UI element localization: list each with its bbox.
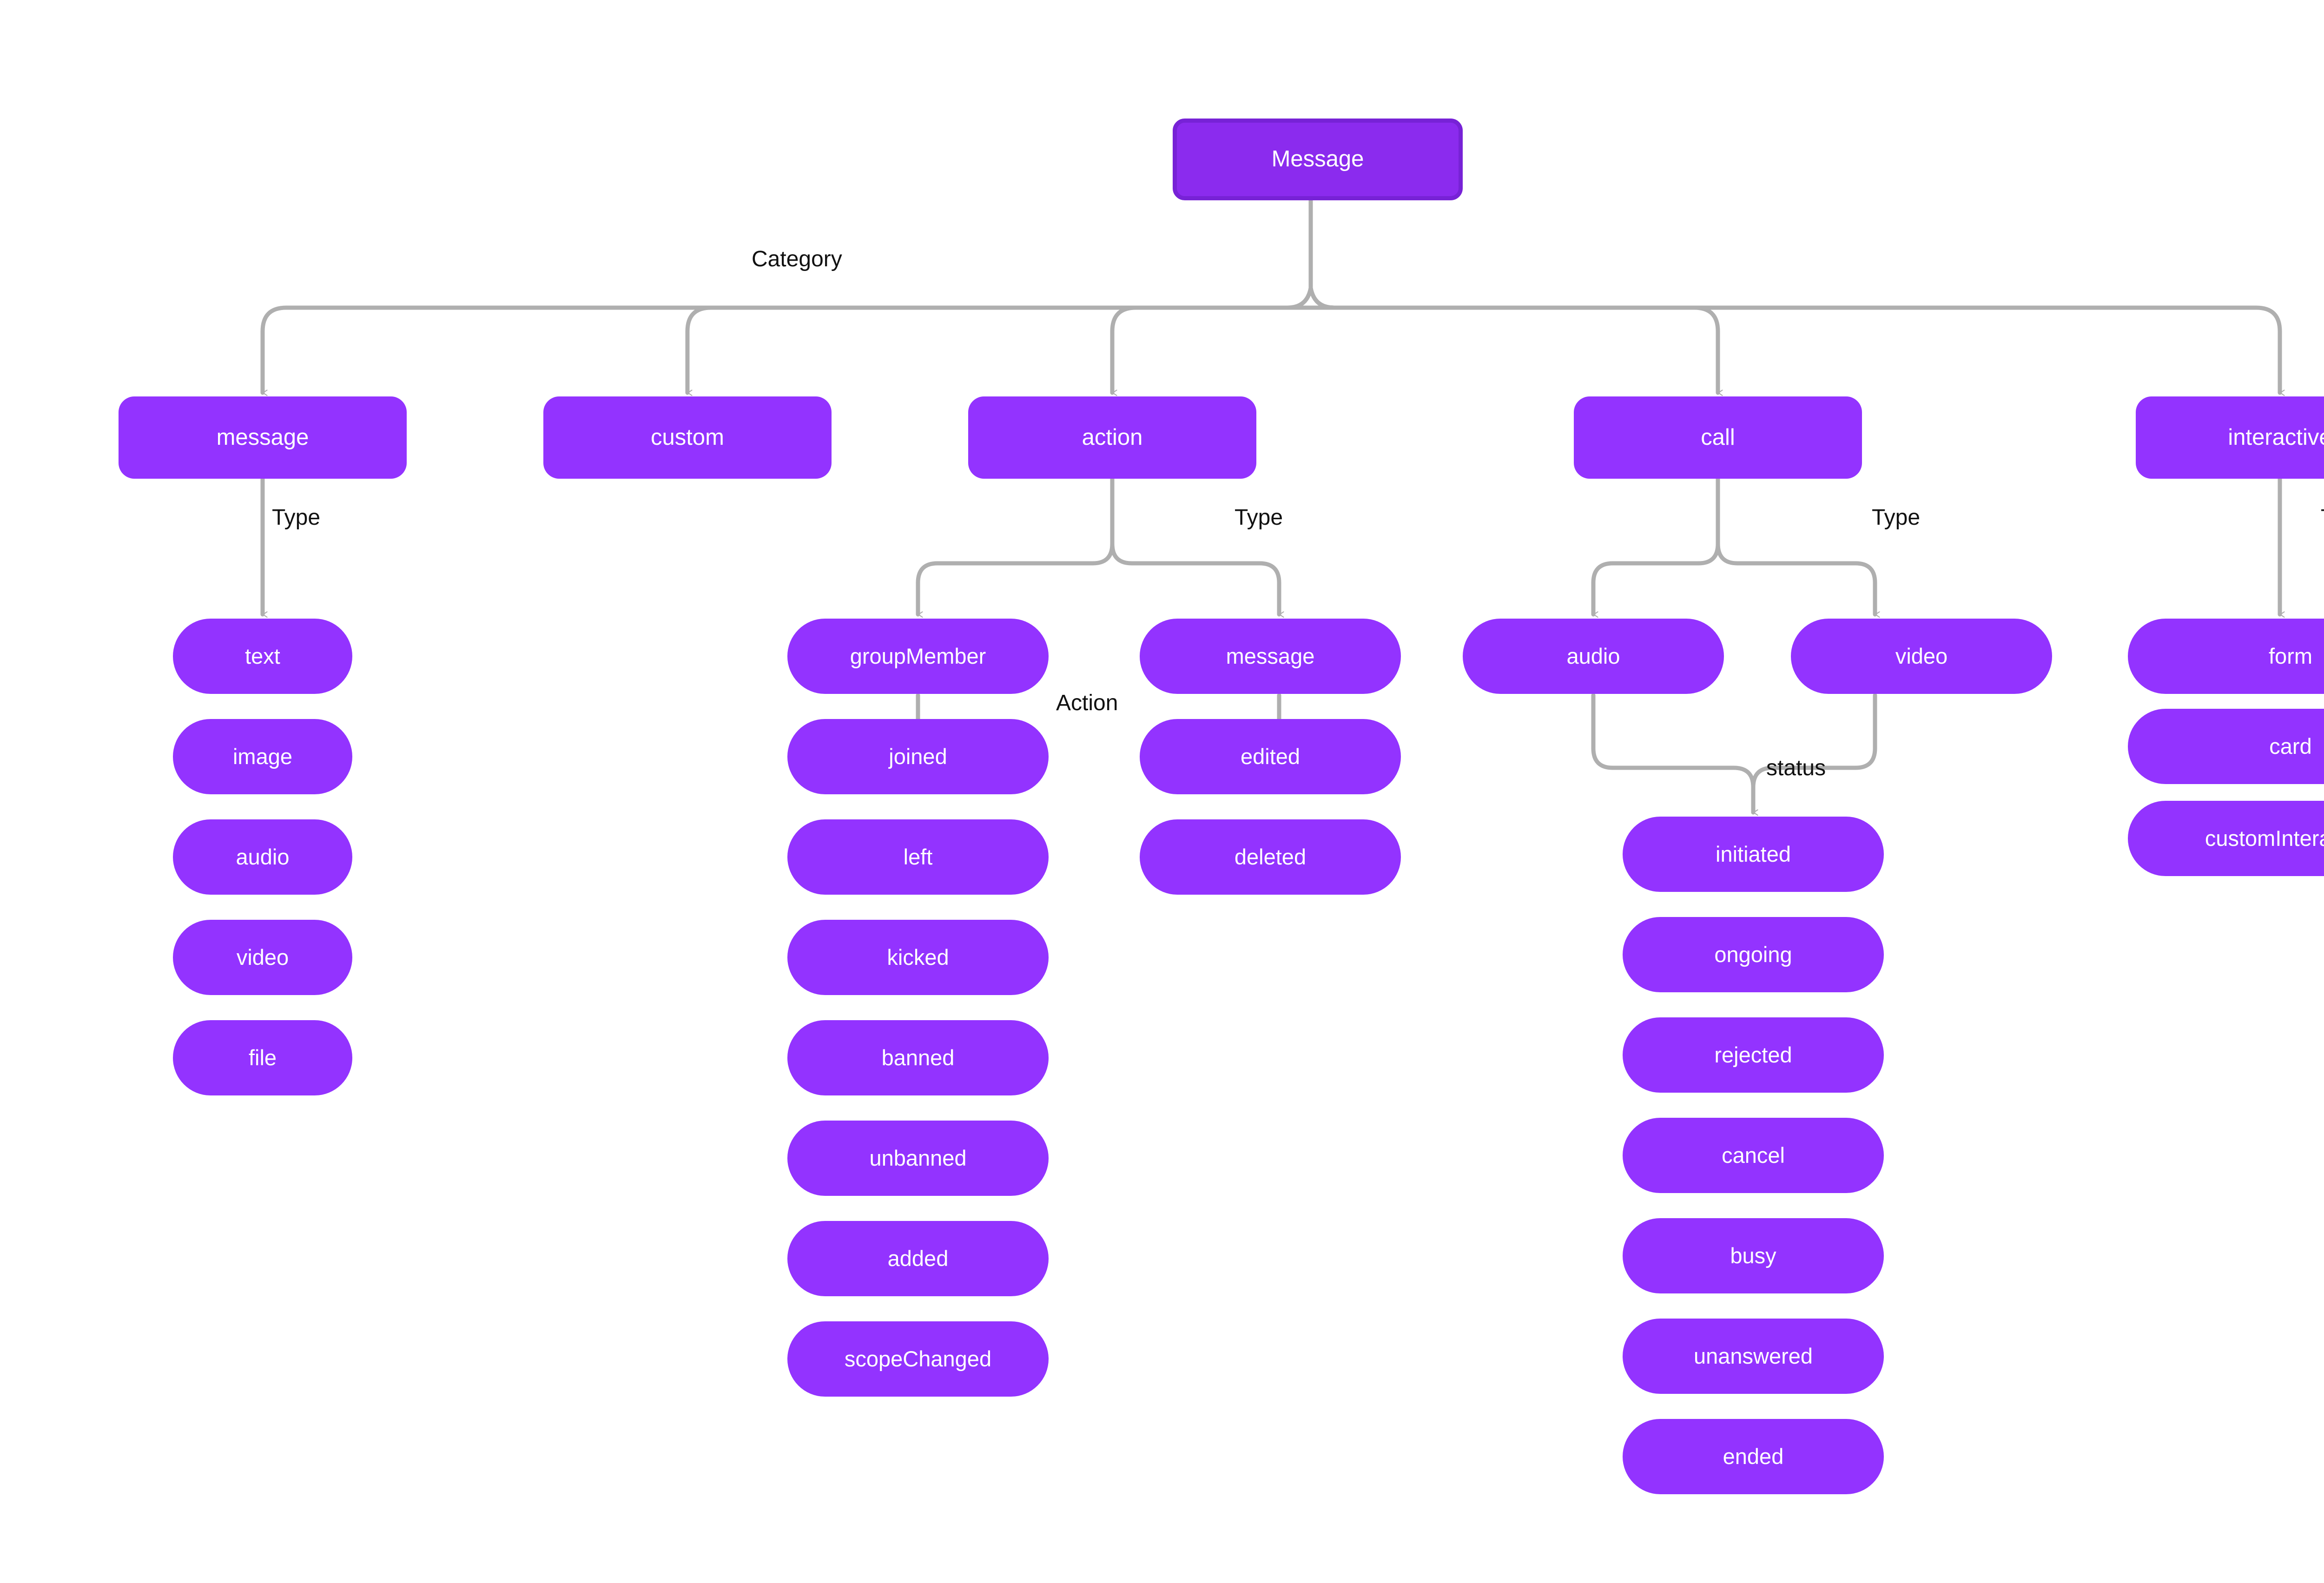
node-label: form bbox=[2269, 644, 2312, 669]
node-label: audio bbox=[236, 844, 290, 870]
node-interactive-type-card[interactable]: card bbox=[2128, 709, 2324, 784]
node-interactive-type-custominteractive[interactable]: customInteractive bbox=[2128, 801, 2324, 876]
node-call-status-busy[interactable]: busy bbox=[1623, 1218, 1884, 1293]
node-label: banned bbox=[881, 1045, 955, 1070]
node-label: image bbox=[232, 744, 292, 769]
edge-label-action: Action bbox=[1056, 691, 1118, 715]
node-label: joined bbox=[889, 744, 947, 769]
node-label: groupMember bbox=[850, 644, 986, 669]
node-label: deleted bbox=[1234, 844, 1307, 870]
edge-label-type-action: Type bbox=[1235, 505, 1283, 530]
node-category-call[interactable]: call bbox=[1574, 396, 1862, 479]
node-category-interactive[interactable]: interactive bbox=[2136, 396, 2324, 479]
node-message-action-edited[interactable]: edited bbox=[1140, 719, 1401, 794]
node-call-status-ended[interactable]: ended bbox=[1623, 1419, 1884, 1494]
node-label: initiated bbox=[1716, 842, 1791, 867]
node-label: unbanned bbox=[869, 1146, 967, 1171]
node-groupmember-action-scopechanged[interactable]: scopeChanged bbox=[787, 1321, 1049, 1397]
node-message-type-text[interactable]: text bbox=[173, 619, 352, 694]
node-call-status-cancel[interactable]: cancel bbox=[1623, 1118, 1884, 1193]
node-groupmember-action-unbanned[interactable]: unbanned bbox=[787, 1121, 1049, 1196]
edge-label-type-interactive: Type bbox=[2321, 505, 2324, 530]
node-root-message[interactable]: Message bbox=[1173, 119, 1463, 200]
node-label: unanswered bbox=[1693, 1344, 1813, 1369]
node-label: ended bbox=[1723, 1444, 1784, 1469]
node-label: Message bbox=[1271, 146, 1364, 172]
edge-label-category: Category bbox=[752, 247, 842, 271]
node-groupmember-action-kicked[interactable]: kicked bbox=[787, 920, 1049, 995]
node-message-type-audio[interactable]: audio bbox=[173, 819, 352, 895]
node-groupmember-action-added[interactable]: added bbox=[787, 1221, 1049, 1296]
node-label: kicked bbox=[887, 945, 949, 970]
node-label: ongoing bbox=[1714, 942, 1792, 967]
node-label: interactive bbox=[2228, 424, 2324, 450]
node-label: scopeChanged bbox=[844, 1346, 992, 1372]
node-label: card bbox=[2269, 734, 2312, 759]
node-groupmember-action-left[interactable]: left bbox=[787, 819, 1049, 895]
node-call-type-video[interactable]: video bbox=[1791, 619, 2052, 694]
node-call-status-unanswered[interactable]: unanswered bbox=[1623, 1319, 1884, 1394]
edge-label-type-call: Type bbox=[1872, 505, 1921, 530]
node-label: cancel bbox=[1722, 1143, 1785, 1168]
node-interactive-type-form[interactable]: form bbox=[2128, 619, 2324, 694]
node-call-status-rejected[interactable]: rejected bbox=[1623, 1017, 1884, 1093]
node-label: video bbox=[236, 945, 289, 970]
node-label: rejected bbox=[1714, 1042, 1792, 1068]
node-call-status-initiated[interactable]: initiated bbox=[1623, 817, 1884, 892]
node-message-type-file[interactable]: file bbox=[173, 1020, 352, 1095]
node-label: audio bbox=[1566, 644, 1620, 669]
node-label: edited bbox=[1240, 744, 1301, 769]
node-label: left bbox=[903, 844, 933, 870]
node-action-type-groupmember[interactable]: groupMember bbox=[787, 619, 1049, 694]
node-call-status-ongoing[interactable]: ongoing bbox=[1623, 917, 1884, 992]
node-label: message bbox=[216, 424, 309, 450]
node-label: action bbox=[1082, 424, 1143, 450]
node-label: busy bbox=[1730, 1243, 1776, 1268]
node-label: video bbox=[1895, 644, 1948, 669]
node-groupmember-action-joined[interactable]: joined bbox=[787, 719, 1049, 794]
node-label: customInteractive bbox=[2205, 826, 2324, 851]
node-message-type-image[interactable]: image bbox=[173, 719, 352, 794]
node-call-type-audio[interactable]: audio bbox=[1463, 619, 1724, 694]
node-category-action[interactable]: action bbox=[968, 396, 1256, 479]
node-label: message bbox=[1226, 644, 1315, 669]
node-category-custom[interactable]: custom bbox=[543, 396, 832, 479]
node-category-message[interactable]: message bbox=[119, 396, 407, 479]
node-message-type-video[interactable]: video bbox=[173, 920, 352, 995]
node-label: call bbox=[1701, 424, 1735, 450]
edge-label-status: status bbox=[1766, 756, 1826, 780]
node-label: added bbox=[887, 1246, 949, 1271]
node-action-type-message[interactable]: message bbox=[1140, 619, 1401, 694]
node-label: custom bbox=[651, 424, 724, 450]
edge-label-type-message: Type bbox=[272, 505, 321, 530]
node-label: text bbox=[245, 644, 280, 669]
node-groupmember-action-banned[interactable]: banned bbox=[787, 1020, 1049, 1095]
node-label: file bbox=[248, 1045, 277, 1070]
node-message-action-deleted[interactable]: deleted bbox=[1140, 819, 1401, 895]
